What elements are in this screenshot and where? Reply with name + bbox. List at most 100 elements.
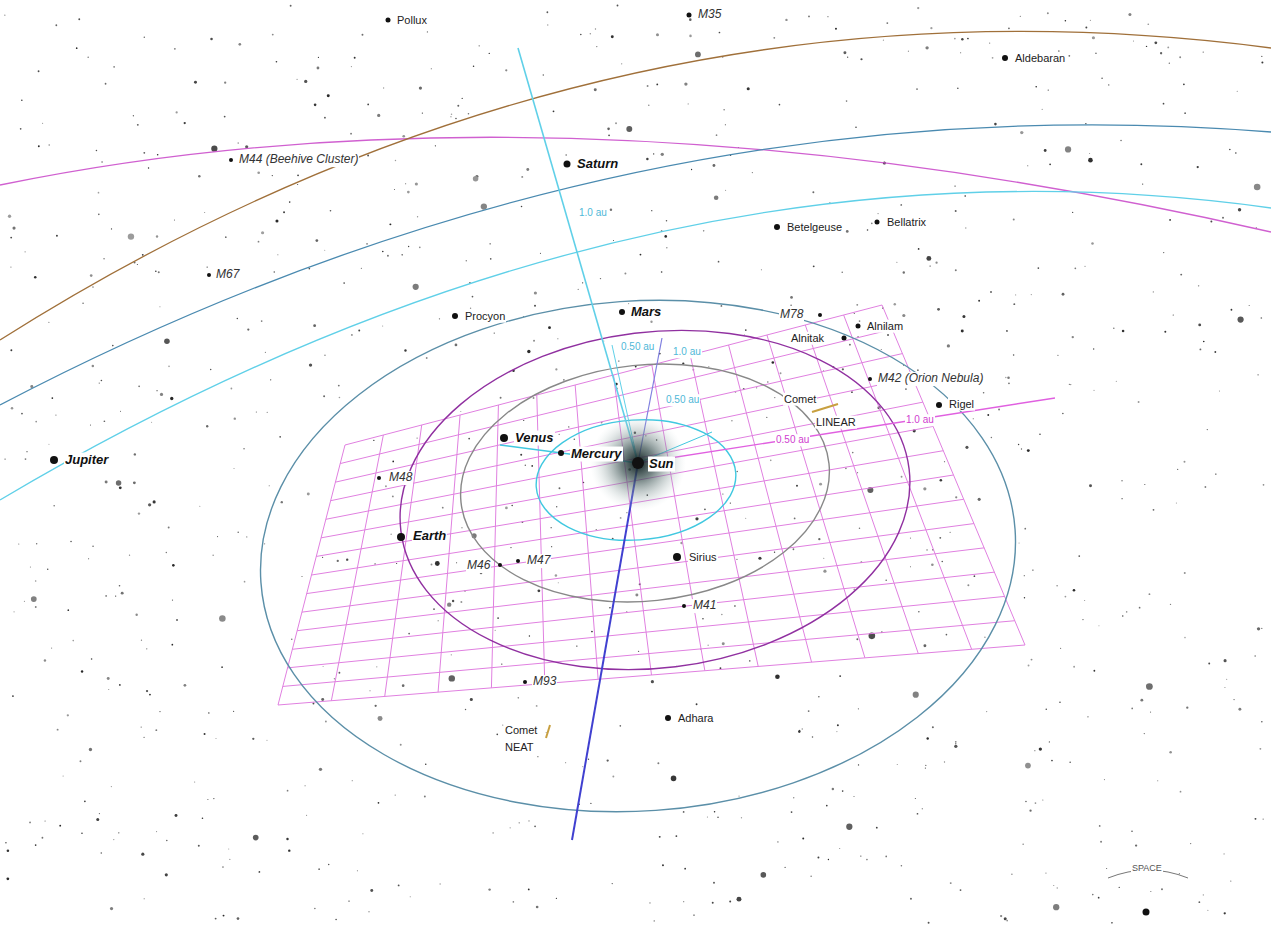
star-dot bbox=[609, 607, 611, 609]
star-dot bbox=[48, 444, 49, 445]
star-dot bbox=[1018, 444, 1019, 445]
star-dot bbox=[35, 580, 37, 582]
star-dot bbox=[852, 452, 854, 454]
object-marker bbox=[50, 456, 58, 464]
star-dot bbox=[736, 897, 741, 902]
star-dot bbox=[166, 552, 167, 553]
grid-line bbox=[283, 621, 1015, 687]
star-dot bbox=[1147, 23, 1149, 25]
star-dot bbox=[318, 57, 319, 58]
star-dot bbox=[382, 325, 383, 326]
star-dot bbox=[304, 80, 307, 83]
grid-line bbox=[307, 499, 964, 593]
star-dot bbox=[1142, 183, 1143, 184]
star-dot bbox=[217, 536, 218, 537]
star-dot bbox=[1153, 291, 1154, 292]
star-dot bbox=[913, 692, 919, 698]
star-dot bbox=[1238, 708, 1241, 711]
star-dot bbox=[1004, 917, 1007, 920]
star-dot bbox=[55, 414, 56, 415]
star-dot bbox=[910, 566, 911, 567]
star-dot bbox=[1084, 266, 1085, 267]
star-dot bbox=[675, 835, 677, 837]
star-dot bbox=[1100, 841, 1102, 843]
star-dot bbox=[12, 227, 15, 230]
star-dot bbox=[172, 564, 175, 567]
star-dot bbox=[588, 759, 589, 760]
star-dot bbox=[910, 538, 911, 539]
star-dot bbox=[314, 104, 317, 107]
star-dot bbox=[361, 268, 362, 269]
star-dot bbox=[662, 864, 664, 866]
star-dot bbox=[693, 914, 695, 916]
star-dot bbox=[761, 872, 767, 878]
star-dot bbox=[408, 633, 410, 635]
star-dot bbox=[942, 561, 943, 562]
star-dot bbox=[964, 195, 966, 197]
star-dot bbox=[1073, 589, 1076, 592]
star-dot bbox=[955, 741, 957, 743]
star-dot bbox=[1224, 687, 1225, 688]
star-dot bbox=[373, 440, 374, 441]
star-dot bbox=[266, 740, 267, 741]
star-dot bbox=[749, 660, 751, 662]
star-dot bbox=[1161, 888, 1163, 890]
planet-label: Mercury bbox=[570, 447, 623, 462]
star-dot bbox=[184, 122, 186, 124]
star-dot bbox=[1090, 20, 1091, 21]
object-marker bbox=[665, 715, 671, 721]
star-dot bbox=[1111, 922, 1113, 924]
star-dot bbox=[229, 859, 230, 860]
star-dot bbox=[56, 235, 58, 237]
star-dot bbox=[138, 512, 140, 514]
star-dot bbox=[4, 15, 5, 16]
star-dot bbox=[745, 329, 747, 331]
star-dot bbox=[859, 527, 860, 528]
star-dot bbox=[159, 711, 160, 712]
planet-label: Jupiter bbox=[64, 453, 109, 468]
star-dot bbox=[96, 818, 99, 821]
star-dot bbox=[689, 35, 692, 38]
star-dot bbox=[449, 675, 455, 681]
star-dot bbox=[1029, 810, 1031, 812]
star-dot bbox=[1131, 830, 1133, 832]
star-dot bbox=[1060, 648, 1061, 649]
object-marker bbox=[875, 220, 880, 225]
star-dot bbox=[1224, 912, 1226, 914]
grid-line bbox=[278, 645, 1025, 705]
messier-label: M46 bbox=[466, 559, 491, 573]
star-dot bbox=[1070, 384, 1071, 385]
star-dot bbox=[10, 349, 12, 351]
star-dot bbox=[396, 563, 397, 564]
star-dot bbox=[1098, 897, 1100, 899]
star-dot bbox=[983, 392, 985, 394]
star-dot bbox=[433, 608, 435, 610]
star-dot bbox=[224, 82, 226, 84]
star-dot bbox=[1222, 217, 1224, 219]
star-dot bbox=[1092, 894, 1094, 896]
star-dot bbox=[1122, 615, 1123, 616]
star-dot bbox=[394, 189, 395, 190]
star-dot bbox=[930, 27, 932, 29]
star-dot bbox=[401, 254, 403, 256]
star-dot bbox=[204, 212, 205, 213]
star-dot bbox=[137, 264, 138, 265]
star-dot bbox=[1065, 146, 1071, 152]
star-dot bbox=[657, 762, 659, 764]
star-dot bbox=[756, 387, 757, 388]
object-marker bbox=[619, 309, 625, 315]
star-dot bbox=[1025, 801, 1027, 803]
star-dot bbox=[35, 844, 37, 846]
star-dot bbox=[237, 917, 240, 920]
star-dot bbox=[392, 495, 394, 497]
star-dot bbox=[1095, 52, 1097, 54]
star-dot bbox=[917, 7, 919, 9]
star-dot bbox=[1098, 625, 1099, 626]
star-dot bbox=[1099, 825, 1101, 827]
star-dot bbox=[133, 115, 134, 116]
star-dot bbox=[1053, 904, 1059, 910]
star-dot bbox=[666, 247, 668, 249]
star-dot bbox=[1190, 843, 1191, 844]
star-dot bbox=[557, 338, 558, 339]
star-dot bbox=[517, 697, 519, 699]
